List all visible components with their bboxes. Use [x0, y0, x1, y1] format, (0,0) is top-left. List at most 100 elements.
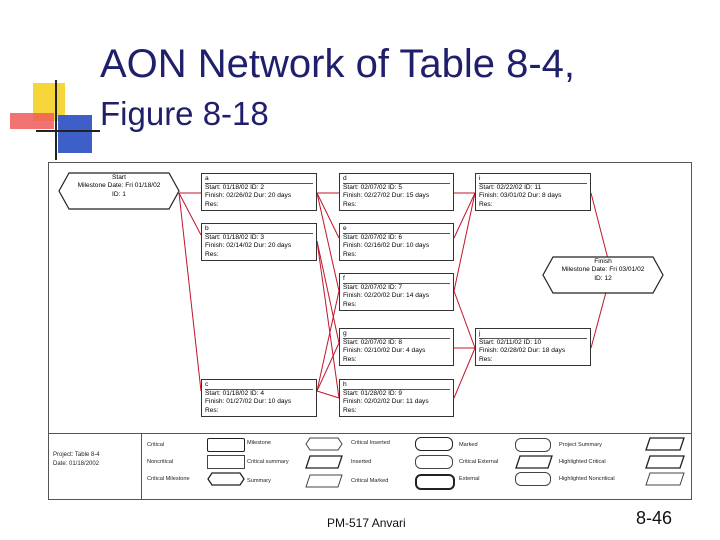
legend-highlighted-noncritical-label: Highlighted Noncritical [559, 476, 615, 482]
task-node-h: h Start: 01/28/02 ID: 9 Finish: 02/02/02… [339, 379, 454, 417]
task-name: b [205, 225, 313, 234]
task-res: Res: [205, 200, 219, 208]
hexagon-shape [58, 172, 180, 210]
legend-critical-external-symbol [515, 455, 553, 469]
task-node-i: i Start: 02/22/02 ID: 11 Finish: 03/01/0… [475, 173, 591, 211]
task-start: Start: 02/07/02 ID: 6 [343, 234, 403, 241]
legend-marked-label: Marked [459, 442, 478, 448]
task-res: Res: [479, 200, 493, 208]
legend-critical-summary-label: Critical summary [247, 459, 289, 465]
legend-project-box: Project: Table 8-4 Date: 01/18/2002 [49, 434, 142, 499]
start-date: Milestone Date: Fri 01/18/02 [77, 182, 161, 190]
legend-critical-summary-symbol [305, 455, 343, 469]
legend-summary-label: Summary [247, 478, 271, 484]
task-node-g: g Start: 02/07/02 ID: 8 Finish: 02/10/02… [339, 328, 454, 366]
task-node-e: e Start: 02/07/02 ID: 6 Finish: 02/16/02… [339, 223, 454, 261]
start-id: ID: 1 [112, 190, 126, 198]
legend-project-summary-label: Project Summary [559, 442, 602, 448]
finish-date: Milestone Date: Fri 03/01/02 [561, 266, 645, 274]
task-finish: Finish: 03/01/02 Dur: 8 days [479, 192, 562, 200]
task-finish: Finish: 02/14/02 Dur: 20 days [205, 242, 292, 250]
finish-label: Finish [594, 258, 612, 265]
legend-inserted-label: Inserted [351, 459, 372, 465]
task-finish: Finish: 02/16/02 Dur: 10 days [343, 242, 430, 250]
legend-marked-symbol [515, 438, 551, 452]
task-finish: Finish: 02/02/02 Dur: 11 days [343, 398, 429, 406]
task-finish: Finish: 02/26/02 Dur: 20 days [205, 192, 292, 200]
start-label: Start [112, 174, 126, 181]
task-node-c: c Start: 01/18/02 ID: 4 Finish: 01/27/02… [201, 379, 317, 417]
task-start: Start: 01/28/02 ID: 9 [343, 390, 403, 397]
task-start: Start: 01/18/02 ID: 3 [205, 234, 265, 241]
task-start: Start: 02/07/02 ID: 7 [343, 284, 403, 291]
task-finish: Finish: 02/28/02 Dur: 18 days [479, 347, 566, 355]
legend-critical-inserted-symbol [415, 437, 453, 451]
task-node-j: j Start: 02/11/02 ID: 10 Finish: 02/28/0… [475, 328, 591, 366]
slide-title: AON Network of Table 8-4, [100, 42, 576, 86]
legend-summary-symbol [305, 474, 343, 488]
legend-critical-external-label: Critical External [459, 459, 499, 465]
legend-milestone-symbol [305, 437, 343, 451]
corner-decoration [0, 0, 100, 165]
task-name: h [343, 381, 450, 390]
legend-highlighted-noncritical-symbol [645, 472, 685, 486]
task-start: Start: 01/18/02 ID: 4 [205, 390, 265, 397]
task-node-f: f Start: 02/07/02 ID: 7 Finish: 02/20/02… [339, 273, 454, 311]
task-name: i [479, 175, 587, 184]
task-finish: Finish: 02/10/02 Dur: 4 days [343, 347, 426, 355]
task-finish: Finish: 02/20/02 Dur: 14 days [343, 292, 430, 300]
legend-highlighted-critical-label: Highlighted Critical [559, 459, 606, 465]
legend-critical-marked-symbol [415, 474, 455, 490]
legend-critical-inserted-label: Critical Inserted [351, 440, 390, 446]
task-res: Res: [343, 250, 357, 258]
legend-external-symbol [515, 472, 551, 486]
task-name: f [343, 275, 450, 284]
task-start: Start: 02/22/02 ID: 11 [479, 184, 542, 191]
task-node-d: d Start: 02/07/02 ID: 5 Finish: 02/27/02… [339, 173, 454, 211]
finish-milestone-node: Finish Milestone Date: Fri 03/01/02 ID: … [541, 255, 665, 295]
diagram-legend: Project: Table 8-4 Date: 01/18/2002 Crit… [49, 433, 691, 499]
aon-network-diagram: Start Milestone Date: Fri 01/18/02 ID: 1… [48, 162, 692, 500]
network-connectors [178, 192, 610, 399]
legend-noncritical-symbol [207, 455, 245, 469]
hexagon-shape [542, 256, 664, 294]
task-res: Res: [343, 406, 357, 414]
task-name: g [343, 330, 450, 339]
task-name: e [343, 225, 450, 234]
slide-footer: PM-517 Anvari [327, 516, 406, 530]
page-number: 8-46 [636, 508, 673, 528]
task-name: j [479, 330, 587, 339]
task-res: Res: [205, 250, 219, 258]
task-res: Res: [343, 200, 357, 208]
task-start: Start: 02/07/02 ID: 8 [343, 339, 403, 346]
legend-critical-milestone-symbol [207, 472, 245, 486]
legend-milestone-label: Milestone [247, 440, 271, 446]
start-milestone-node: Start Milestone Date: Fri 01/18/02 ID: 1 [57, 171, 181, 211]
legend-external-label: External [459, 476, 480, 482]
task-res: Res: [479, 355, 493, 363]
task-res: Res: [343, 355, 357, 363]
legend-critical-symbol [207, 438, 245, 452]
task-name: a [205, 175, 313, 184]
legend-critical-milestone-label: Critical Milestone [147, 476, 190, 482]
legend-project: Project: Table 8-4 [53, 452, 100, 458]
slide-subtitle: Figure 8-18 [100, 95, 269, 132]
legend-noncritical-label: Noncritical [147, 459, 174, 465]
task-start: Start: 01/18/02 ID: 2 [205, 184, 265, 191]
finish-id: ID: 12 [594, 274, 612, 282]
task-finish: Finish: 01/27/02 Dur: 10 days [205, 398, 292, 406]
task-start: Start: 02/07/02 ID: 5 [343, 184, 403, 191]
task-start: Start: 02/11/02 ID: 10 [479, 339, 542, 346]
task-name: c [205, 381, 313, 390]
legend-critical-marked-label: Critical Marked [351, 478, 389, 484]
task-node-a: a Start: 01/18/02 ID: 2 Finish: 02/26/02… [201, 173, 317, 211]
legend-inserted-symbol [415, 455, 453, 469]
legend-date: Date: 01/18/2002 [53, 461, 100, 467]
task-res: Res: [205, 406, 219, 414]
legend-critical-label: Critical [147, 442, 165, 448]
legend-project-summary-symbol [645, 437, 685, 451]
legend-highlighted-critical-symbol [645, 455, 685, 469]
task-finish: Finish: 02/27/02 Dur: 15 days [343, 192, 430, 200]
task-node-b: b Start: 01/18/02 ID: 3 Finish: 02/14/02… [201, 223, 317, 261]
task-name: d [343, 175, 450, 184]
